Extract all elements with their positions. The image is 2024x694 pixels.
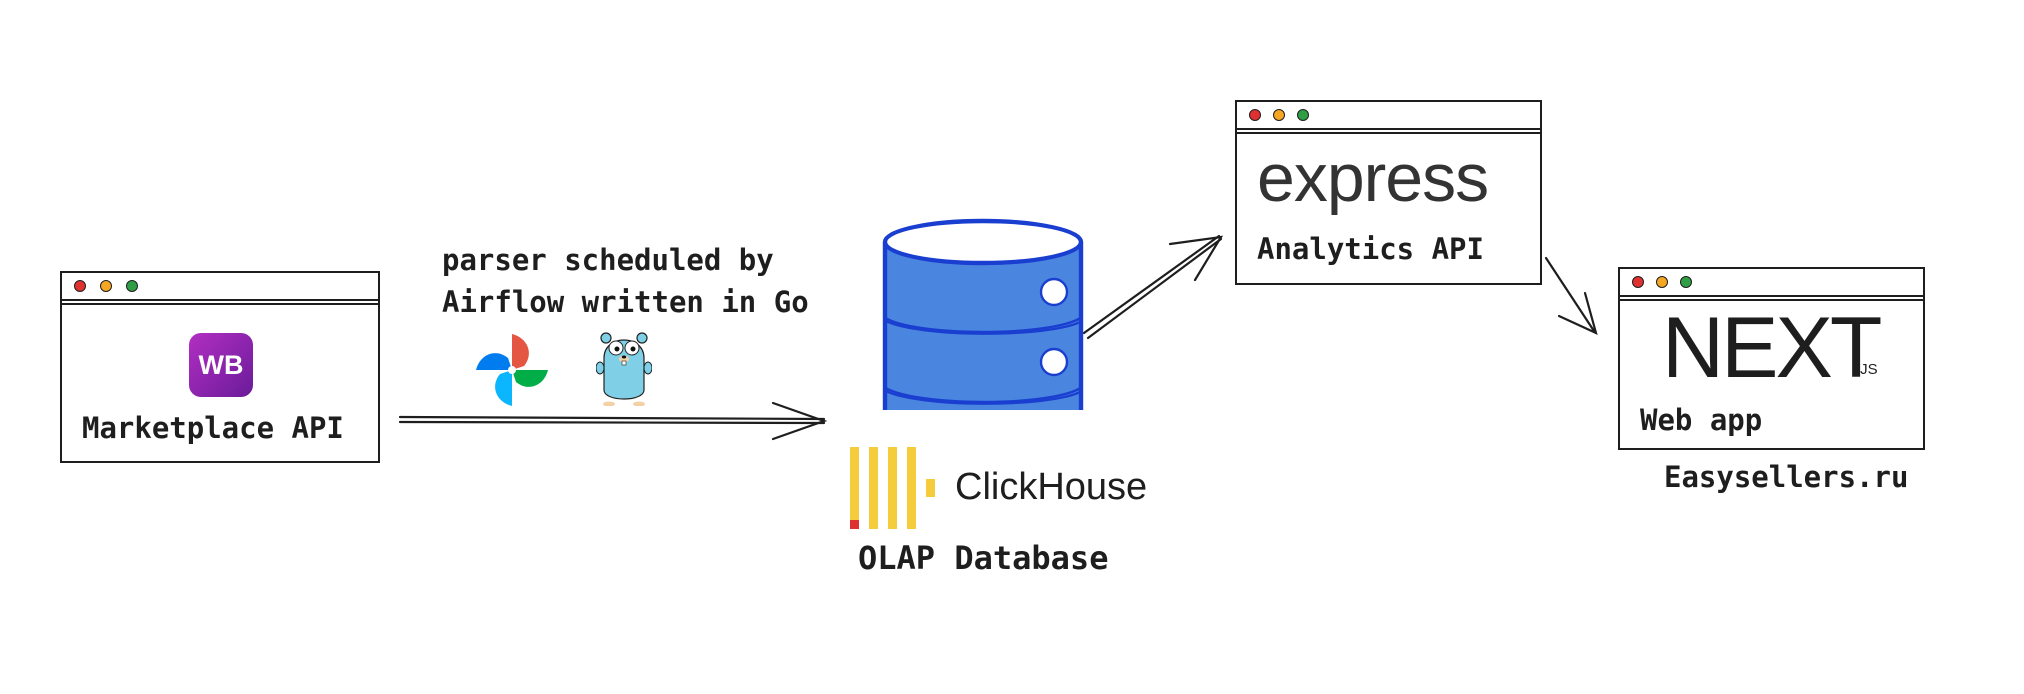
wb-logo-icon: WB [189, 333, 253, 397]
minimize-dot-icon [1656, 276, 1668, 288]
arrow-marketplace-to-database [398, 401, 828, 441]
clickhouse-bars-icon [850, 447, 935, 529]
analytics-api-label: Analytics API [1257, 232, 1484, 266]
nextjs-wordmark: NEXT [1662, 300, 1882, 396]
minimize-dot-icon [1273, 109, 1285, 121]
airflow-pinwheel-icon [476, 334, 548, 406]
minimize-dot-icon [100, 280, 112, 292]
arrow-database-to-analytics [1082, 234, 1224, 340]
wb-logo-text: WB [198, 349, 244, 380]
marketplace-api-label: Marketplace API [82, 411, 344, 445]
close-dot-icon [1249, 109, 1261, 121]
maximize-dot-icon [126, 280, 138, 292]
database-cylinder-icon [882, 218, 1084, 410]
nextjs-suffix: .JS [1856, 361, 1878, 378]
marketplace-api-window: WB Marketplace API [60, 271, 380, 463]
go-gopher-icon [596, 332, 652, 406]
window-title-bar [1618, 269, 1925, 301]
arrow-analytics-to-webapp [1544, 256, 1598, 335]
close-dot-icon [1632, 276, 1644, 288]
web-app-window: NEXT .JS Web app [1618, 267, 1925, 450]
web-app-label: Web app [1640, 403, 1763, 437]
maximize-dot-icon [1680, 276, 1692, 288]
close-dot-icon [74, 280, 86, 292]
analytics-api-window: express Analytics API [1235, 100, 1542, 285]
express-wordmark: express [1257, 140, 1489, 216]
clickhouse-wordmark: ClickHouse [955, 466, 1148, 508]
window-title-bar [60, 273, 380, 305]
parser-caption-line-1: parser scheduled by [442, 243, 774, 277]
parser-caption-line-2: Airflow written in Go [442, 285, 809, 319]
olap-database-label: OLAP Database [858, 539, 1109, 577]
window-title-bar [1235, 102, 1542, 134]
maximize-dot-icon [1297, 109, 1309, 121]
easysellers-caption: Easysellers.ru [1664, 460, 1909, 494]
